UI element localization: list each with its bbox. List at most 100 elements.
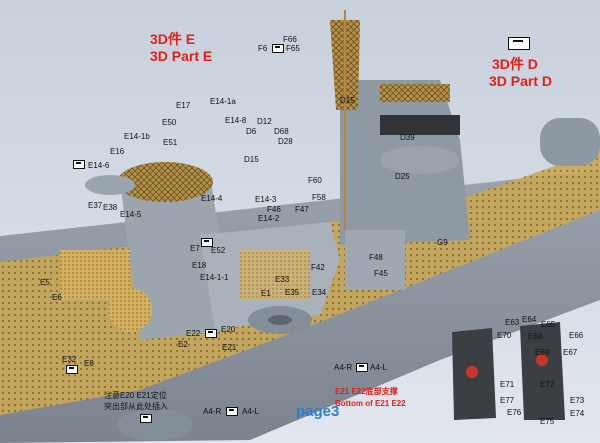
label-g9: G9 <box>437 238 448 247</box>
arrow-icon <box>226 407 238 416</box>
label-e14-6: E14-6 <box>88 161 110 170</box>
label-e22: E22 <box>186 329 201 338</box>
director-base <box>380 146 460 174</box>
label-e66: E66 <box>569 331 584 340</box>
bridge-platform <box>380 84 450 102</box>
part-e-cn-label: 3D件 E <box>150 31 196 47</box>
part-d-cn-label: 3D件 D <box>492 56 538 72</box>
page-number: page3 <box>296 403 340 420</box>
arrow-icon <box>205 329 217 338</box>
gun-tub <box>108 288 152 332</box>
label-e70: E70 <box>497 331 512 340</box>
label-e17: E17 <box>176 101 191 110</box>
label-e14-4: E14-4 <box>201 194 223 203</box>
part-d-en-label: 3D Part D <box>489 73 553 89</box>
label-a4-l-top: A4-L <box>370 363 387 372</box>
part-hole-right <box>536 354 548 366</box>
label-e64: E64 <box>522 315 537 324</box>
part-e-en-label: 3D Part E <box>150 48 213 64</box>
label-e14-8: E14-8 <box>225 116 247 125</box>
label-d68: D68 <box>274 127 289 136</box>
deckhouse <box>345 230 405 290</box>
label-e35: E35 <box>285 288 300 297</box>
label-e16: E16 <box>110 147 125 156</box>
label-e20: E20 <box>221 325 236 334</box>
label-e76: E76 <box>507 408 522 417</box>
deck-ring-2 <box>117 409 193 441</box>
label-e75: E75 <box>540 417 555 426</box>
label-f60: F60 <box>308 176 322 185</box>
label-e15: D15 <box>244 155 259 164</box>
label-e50: E50 <box>162 118 177 127</box>
label-e77: E77 <box>500 396 515 405</box>
label-e74: E74 <box>570 409 585 418</box>
note-position-cn-1: 注意E20 E21定位 <box>104 391 167 400</box>
note-position-cn-2: 突出部从此处插入 <box>104 402 168 411</box>
label-e1: E1 <box>261 289 271 298</box>
label-f42: F42 <box>311 263 325 272</box>
label-e8: E8 <box>84 359 94 368</box>
label-e14-3: E14-3 <box>255 195 277 204</box>
label-e72: E72 <box>540 380 555 389</box>
arrow-icon <box>73 160 85 169</box>
label-e38: E38 <box>103 203 118 212</box>
label-f6: F6 <box>258 44 268 53</box>
label-e34: E34 <box>312 288 327 297</box>
brass-railing <box>240 250 310 300</box>
label-e67: E67 <box>563 348 578 357</box>
label-e73: E73 <box>570 396 585 405</box>
label-d28: D28 <box>278 137 293 146</box>
label-e7: E7 <box>190 244 200 253</box>
arrow-icon <box>66 365 78 374</box>
label-d12: D12 <box>257 117 272 126</box>
bridge-windows <box>380 115 460 135</box>
note-bottom-support-en: Bottom of E21 E22 <box>335 399 406 408</box>
label-a4-l-bottom: A4-L <box>242 407 259 416</box>
label-e52: E52 <box>211 246 226 255</box>
label-e37: E37 <box>88 201 103 210</box>
label-e14-1-1: E14-1-1 <box>200 273 229 282</box>
label-f65: F65 <box>286 44 300 53</box>
deck-ring-hole <box>268 315 292 325</box>
label-e14-5: E14-5 <box>120 210 142 219</box>
label-e63: E63 <box>505 318 520 327</box>
label-e14-2: E14-2 <box>258 214 280 223</box>
label-e51: E51 <box>163 138 178 147</box>
label-f58: F58 <box>312 193 326 202</box>
arrow-icon <box>356 363 368 372</box>
label-d25: D25 <box>395 172 410 181</box>
label-d39: D39 <box>400 133 415 142</box>
label-e68: E68 <box>528 332 543 341</box>
label-e65: E65 <box>541 320 556 329</box>
label-f47: F47 <box>295 205 309 214</box>
label-f66: F66 <box>283 35 297 44</box>
arrow-icon <box>140 414 152 423</box>
part-e63-e77-drawing <box>520 322 565 420</box>
label-e21: E21 <box>222 343 237 352</box>
label-a4-r-top: A4-R <box>334 363 353 372</box>
label-e6: E6 <box>52 293 62 302</box>
label-d15: D15 <box>340 96 355 105</box>
label-e14-1a: E14-1a <box>210 97 236 106</box>
part-hole-left <box>466 366 478 378</box>
label-a4-r-bottom: A4-R <box>203 407 222 416</box>
direction-arrow-icon <box>508 37 530 50</box>
note-bottom-support-cn: E21 E22底部支撑 <box>335 387 398 396</box>
secondary-funnel <box>85 175 135 195</box>
turret <box>540 118 600 166</box>
label-e69: E69 <box>535 348 550 357</box>
funnel-grate <box>117 162 213 202</box>
label-e14-1b: E14-1b <box>124 132 150 141</box>
label-d6: D6 <box>246 127 257 136</box>
label-e2: E2 <box>178 340 188 349</box>
label-e33: E33 <box>275 275 290 284</box>
label-e32: E32 <box>62 355 77 364</box>
label-e18: E18 <box>192 261 207 270</box>
arrow-icon <box>272 44 284 53</box>
label-f46: F46 <box>267 205 281 214</box>
label-e71: E71 <box>500 380 515 389</box>
label-f48: F48 <box>369 253 383 262</box>
label-e5: E5 <box>40 278 50 287</box>
